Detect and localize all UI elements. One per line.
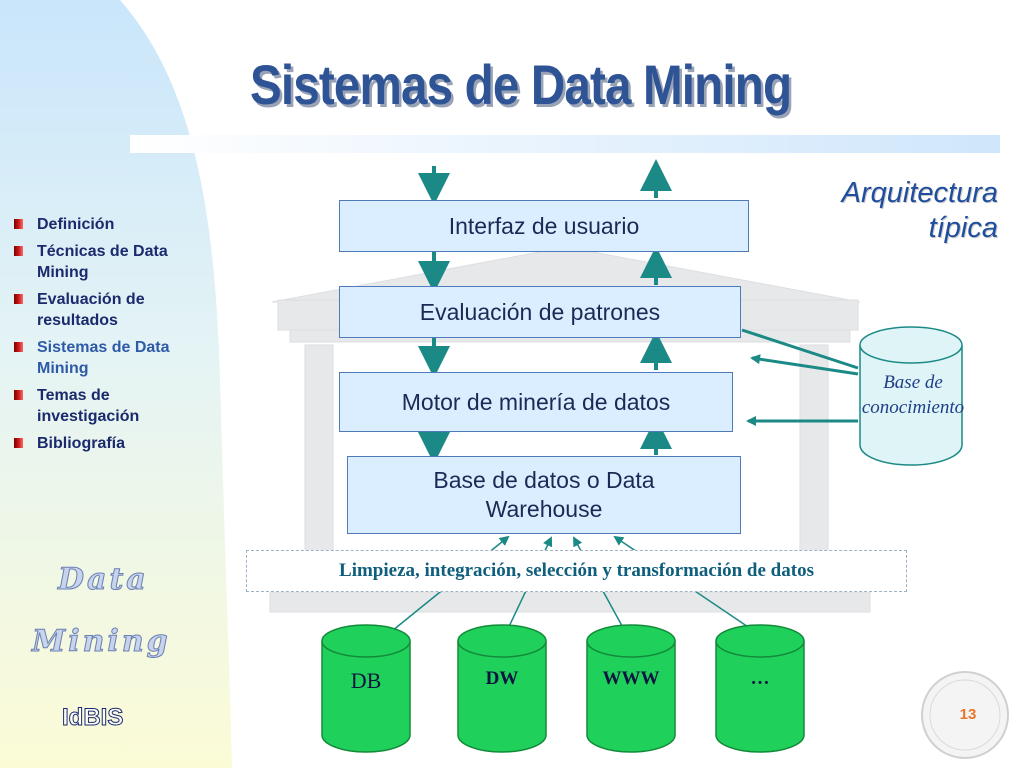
layer-evaluacion-patrones: Evaluación de patrones <box>339 286 741 338</box>
bullet-icon <box>14 390 23 400</box>
page-number: 13 <box>959 706 977 723</box>
idbis-logo: IdBIS <box>61 704 124 732</box>
layer-interfaz-usuario: Interfaz de usuario <box>339 200 749 252</box>
diagram-subtitle: Arquitectura típica <box>841 177 998 244</box>
source-cylinder-dw <box>457 624 547 753</box>
source-cylinder-www <box>586 624 676 753</box>
page-title: Sistemas de Data Mining <box>250 53 792 116</box>
sidebar-item-label: Definición <box>37 216 115 233</box>
knowledge-base-label: Base de conocimiento <box>861 372 965 418</box>
layer-motor-mineria: Motor de minería de datos <box>339 372 733 432</box>
brand-mining-text: Mining <box>32 624 171 660</box>
source-label-www: WWW <box>602 668 660 689</box>
bullet-icon <box>14 294 23 304</box>
sidebar-item-label: Temas de investigación <box>37 387 140 425</box>
source-label-more: … <box>750 668 770 689</box>
source-label-db: DB <box>350 668 382 693</box>
sidebar-item-label: Bibliografía <box>37 435 126 452</box>
arrow-kb-eval <box>741 328 859 370</box>
sidebar-item-label: Evaluación de resultados <box>37 291 145 329</box>
sidebar-nav: Definición Técnicas de Data Mining Evalu… <box>12 214 192 460</box>
bullet-icon <box>14 246 23 256</box>
layer-base-datos: Base de datos o Data Warehouse <box>347 456 741 534</box>
sidebar-item-evaluacion[interactable]: Evaluación de resultados <box>12 289 192 331</box>
bullet-icon <box>14 342 23 352</box>
bullet-icon <box>14 219 23 229</box>
sidebar-item-definicion[interactable]: Definición <box>12 214 192 235</box>
source-cylinder-db <box>321 624 411 753</box>
source-label-dw: DW <box>485 668 519 689</box>
bullet-icon <box>14 438 23 448</box>
sidebar-item-label: Técnicas de Data Mining <box>37 243 168 281</box>
preprocessing-label: Limpieza, integración, selección y trans… <box>246 550 907 592</box>
source-cylinder-more <box>715 624 805 753</box>
sidebar-item-temas[interactable]: Temas de investigación <box>12 385 192 427</box>
sidebar-item-label: Sistemas de Data Mining <box>37 339 170 377</box>
arrow-kb-motor-1 <box>750 354 859 376</box>
knowledge-base-cylinder <box>859 326 963 466</box>
sidebar-item-tecnicas[interactable]: Técnicas de Data Mining <box>12 241 192 283</box>
sidebar-item-bibliografia[interactable]: Bibliografía <box>12 433 192 454</box>
sidebar-item-sistemas[interactable]: Sistemas de Data Mining <box>12 337 192 379</box>
brand-data-text: Data <box>58 562 149 598</box>
